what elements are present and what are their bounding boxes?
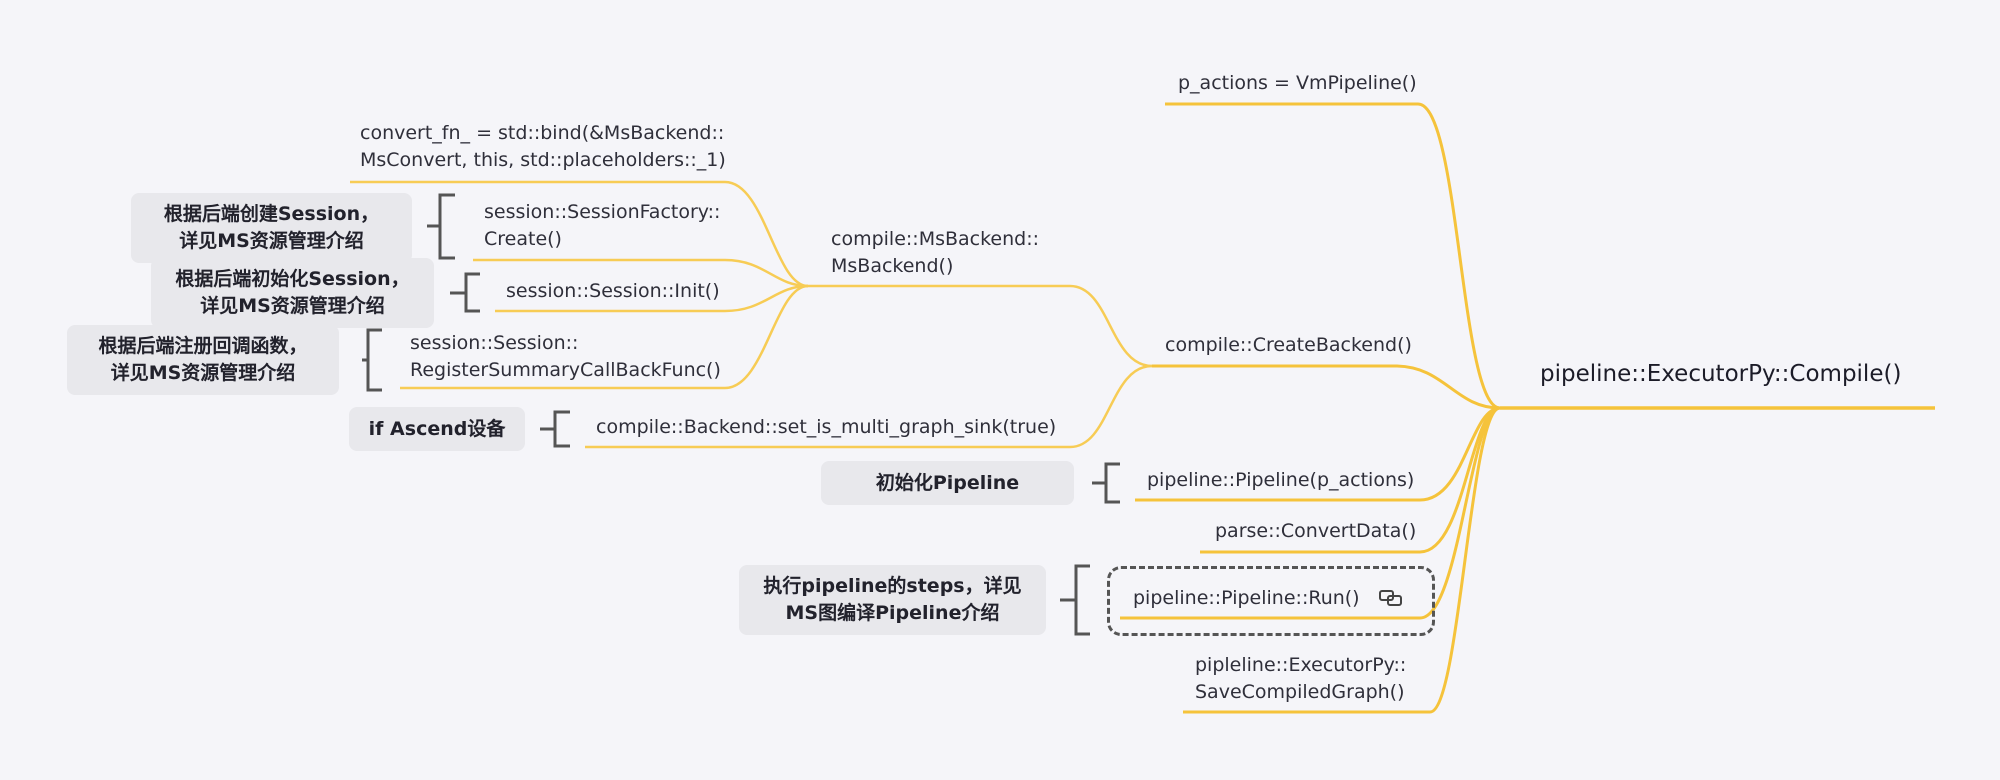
node-p-actions[interactable]: p_actions = VmPipeline() bbox=[1178, 72, 1417, 94]
node-convert-data[interactable]: parse::ConvertData() bbox=[1215, 520, 1417, 542]
node-convert-fn[interactable]: convert_fn_ = std::bind(&MsBackend:: MsC… bbox=[360, 120, 726, 174]
node-ms-backend-line-1: compile::MsBackend:: bbox=[831, 228, 1040, 250]
note-init-session-line-2: 详见MS资源管理介绍 bbox=[200, 295, 385, 317]
note-init-session[interactable]: 根据后端初始化Session， 详见MS资源管理介绍 bbox=[151, 258, 434, 328]
node-ms-backend-line-2: MsBackend() bbox=[831, 255, 954, 277]
note-create-session-line-1: 根据后端创建Session， bbox=[163, 203, 380, 225]
note-run-steps-line-2: MS图编译Pipeline介绍 bbox=[785, 602, 1000, 624]
note-if-ascend[interactable]: if Ascend设备 bbox=[349, 407, 525, 451]
node-save-graph-line-2: SaveCompiledGraph() bbox=[1195, 681, 1405, 703]
note-brackets bbox=[362, 193, 1120, 636]
note-register-callback-line-2: 详见MS资源管理介绍 bbox=[110, 362, 296, 384]
note-create-session-line-2: 详见MS资源管理介绍 bbox=[179, 230, 364, 252]
note-init-pipeline[interactable]: 初始化Pipeline bbox=[821, 461, 1074, 505]
node-session-init[interactable]: session::Session::Init() bbox=[506, 280, 720, 302]
root-node[interactable]: pipeline::ExecutorPy::Compile() bbox=[1540, 361, 1902, 387]
node-convert-fn-line-1: convert_fn_ = std::bind(&MsBackend:: bbox=[360, 122, 725, 144]
node-register-summary-line-1: session::Session:: bbox=[410, 332, 579, 354]
node-save-graph[interactable]: pipleline::ExecutorPy:: SaveCompiledGrap… bbox=[1195, 652, 1406, 706]
note-register-callback-line-1: 根据后端注册回调函数， bbox=[98, 335, 308, 357]
node-session-factory-line-2: Create() bbox=[484, 228, 562, 250]
ms-backend-connectors bbox=[350, 180, 809, 390]
node-pipeline-run[interactable]: pipeline::Pipeline::Run() bbox=[1133, 587, 1360, 609]
run-node-highlight bbox=[1107, 566, 1435, 636]
node-save-graph-line-1: pipleline::ExecutorPy:: bbox=[1195, 654, 1407, 676]
note-create-session[interactable]: 根据后端创建Session， 详见MS资源管理介绍 bbox=[131, 193, 412, 263]
node-ms-backend[interactable]: compile::MsBackend:: MsBackend() bbox=[831, 226, 1039, 280]
node-register-summary-line-2: RegisterSummaryCallBackFunc() bbox=[410, 359, 721, 381]
node-convert-fn-line-2: MsConvert, this, std::placeholders::_1) bbox=[360, 149, 726, 171]
create-backend-connectors bbox=[585, 284, 1153, 449]
note-run-steps-line-1: 执行pipeline的steps，详见 bbox=[763, 575, 1022, 597]
node-register-summary[interactable]: session::Session:: RegisterSummaryCallBa… bbox=[410, 330, 721, 384]
root-connectors bbox=[1394, 102, 1501, 714]
branch-underlines bbox=[1120, 102, 1430, 714]
note-init-session-line-1: 根据后端初始化Session， bbox=[175, 268, 410, 290]
note-register-callback[interactable]: 根据后端注册回调函数， 详见MS资源管理介绍 bbox=[67, 325, 339, 395]
node-create-backend[interactable]: compile::CreateBackend() bbox=[1165, 334, 1412, 356]
node-session-factory[interactable]: session::SessionFactory:: Create() bbox=[484, 199, 720, 253]
link-icon[interactable] bbox=[1379, 589, 1403, 607]
node-pipeline-ctor[interactable]: pipeline::Pipeline(p_actions) bbox=[1147, 469, 1415, 491]
node-session-factory-line-1: session::SessionFactory:: bbox=[484, 201, 721, 223]
note-run-steps[interactable]: 执行pipeline的steps，详见 MS图编译Pipeline介绍 bbox=[739, 565, 1046, 635]
node-set-multi-graph[interactable]: compile::Backend::set_is_multi_graph_sin… bbox=[596, 416, 1057, 438]
